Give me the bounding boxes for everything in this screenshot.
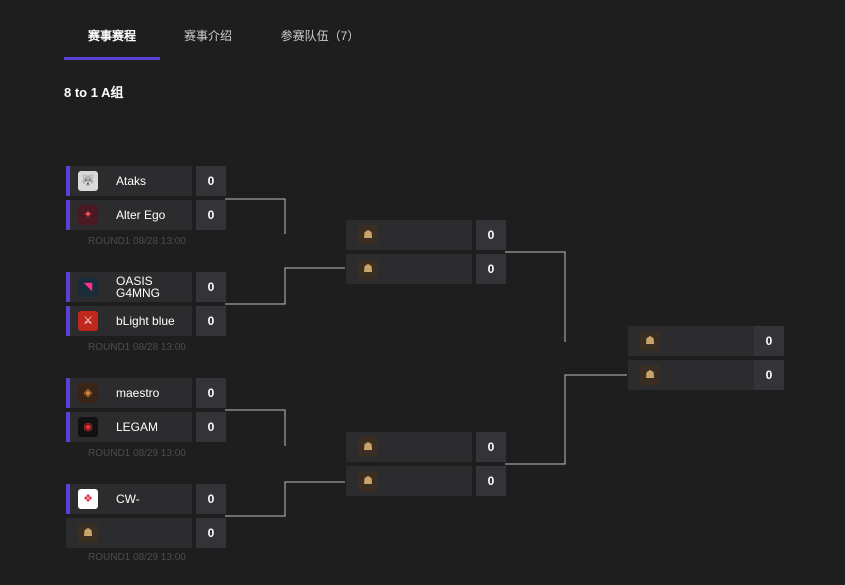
team-name: bLight blue	[116, 314, 175, 328]
team-score: 0	[196, 166, 226, 196]
tab-label: 赛事赛程	[87, 29, 136, 43]
team-score: 0	[754, 326, 784, 356]
team-cell: 🐺 Ataks	[66, 166, 192, 196]
team-score: 0	[476, 432, 506, 462]
tab-label: 赛事介绍	[183, 29, 232, 43]
team-cell: ☗	[346, 466, 472, 496]
team-name: Ataks	[116, 174, 147, 188]
maestro-icon: ◈	[78, 383, 98, 403]
team-score: 0	[196, 412, 226, 442]
alter-ego-icon: ✦	[78, 205, 98, 225]
round-label: ROUND1 08/28 13:00	[88, 236, 186, 247]
accent-bar	[66, 306, 70, 336]
connector-r1-m2	[225, 267, 345, 305]
placeholder-icon: ☗	[78, 523, 98, 543]
placeholder-icon: ☗	[640, 331, 660, 351]
round-label: ROUND1 08/29 13:00	[88, 448, 186, 459]
accent-bar	[66, 200, 70, 230]
tab-label: 参赛队伍（7）	[280, 29, 360, 43]
team-cell: ◈ maestro	[66, 378, 192, 408]
team-row[interactable]: ◥ OASIS G4MNG 0	[66, 272, 226, 302]
placeholder-icon: ☗	[358, 225, 378, 245]
team-row[interactable]: ☗ 0	[628, 360, 788, 390]
placeholder-icon: ☗	[358, 437, 378, 457]
accent-bar	[66, 412, 70, 442]
team-name: LEGAM	[116, 420, 159, 434]
team-row[interactable]: ☗ 0	[66, 518, 226, 548]
legam-icon: ◉	[78, 417, 98, 437]
team-score: 0	[196, 378, 226, 408]
team-cell: ☗	[346, 432, 472, 462]
accent-bar	[66, 166, 70, 196]
team-score: 0	[476, 254, 506, 284]
tab-schedule[interactable]: 赛事赛程	[64, 18, 160, 60]
round-label: ROUND1 08/28 13:00	[88, 342, 186, 353]
accent-bar	[66, 484, 70, 514]
team-name: CW-	[116, 492, 140, 506]
team-cell: ☗	[628, 360, 754, 390]
team-cell: ☗	[346, 220, 472, 250]
team-name	[396, 220, 481, 250]
placeholder-icon: ☗	[358, 259, 378, 279]
team-row[interactable]: ✦ Alter Ego 0	[66, 200, 226, 230]
team-score: 0	[196, 200, 226, 230]
team-score: 0	[476, 220, 506, 250]
team-cell: ☗	[346, 254, 472, 284]
team-row[interactable]: ◉ LEGAM 0	[66, 412, 226, 442]
team-name	[396, 432, 481, 462]
team-row[interactable]: ☗ 0	[346, 254, 506, 284]
connector-r1-m3	[225, 409, 286, 446]
team-score: 0	[196, 306, 226, 336]
team-score: 0	[476, 466, 506, 496]
team-name	[678, 326, 763, 356]
team-score: 0	[196, 484, 226, 514]
team-row[interactable]: 🐺 Ataks 0	[66, 166, 226, 196]
placeholder-icon: ☗	[640, 365, 660, 385]
connector-r2-m2	[505, 374, 627, 465]
team-score: 0	[196, 518, 226, 548]
team-name: maestro	[116, 386, 160, 400]
tab-teams[interactable]: 参赛队伍（7）	[270, 18, 370, 60]
team-cell: ⚔ bLight blue	[66, 306, 192, 336]
team-cell: ☗	[66, 518, 192, 548]
team-cell: ◥ OASIS G4MNG	[66, 272, 192, 302]
team-name	[396, 466, 481, 496]
team-cell: ◉ LEGAM	[66, 412, 192, 442]
team-row[interactable]: ☗ 0	[628, 326, 788, 356]
team-name: Alter Ego	[116, 208, 166, 222]
team-cell: ✦ Alter Ego	[66, 200, 192, 230]
round-label: ROUND1 08/29 13:00	[88, 552, 186, 563]
tab-intro[interactable]: 赛事介绍	[168, 18, 248, 60]
connector-r1-m1	[225, 198, 286, 234]
active-tab-indicator	[64, 57, 160, 60]
team-name	[396, 254, 481, 284]
team-name: OASIS G4MNG	[116, 274, 161, 300]
team-name	[678, 360, 763, 390]
team-row[interactable]: ❖ CW- 0	[66, 484, 226, 514]
accent-bar	[66, 378, 70, 408]
team-row[interactable]: ◈ maestro 0	[66, 378, 226, 408]
oasis-icon: ◥	[78, 277, 98, 297]
team-cell: ☗	[628, 326, 754, 356]
connector-r2-m1	[505, 251, 566, 342]
connector-r1-m4	[225, 481, 345, 517]
placeholder-icon: ☗	[358, 471, 378, 491]
accent-bar	[66, 272, 70, 302]
team-row[interactable]: ☗ 0	[346, 466, 506, 496]
team-row[interactable]: ☗ 0	[346, 432, 506, 462]
team-row[interactable]: ⚔ bLight blue 0	[66, 306, 226, 336]
wolf-icon: 🐺	[78, 171, 98, 191]
team-row[interactable]: ☗ 0	[346, 220, 506, 250]
team-score: 0	[754, 360, 784, 390]
team-cell: ❖ CW-	[66, 484, 192, 514]
team-name	[116, 518, 201, 548]
team-score: 0	[196, 272, 226, 302]
dota-icon: ⚔	[78, 311, 98, 331]
cw-icon: ❖	[78, 489, 98, 509]
bracket-title: 8 to 1 A组	[64, 85, 124, 100]
